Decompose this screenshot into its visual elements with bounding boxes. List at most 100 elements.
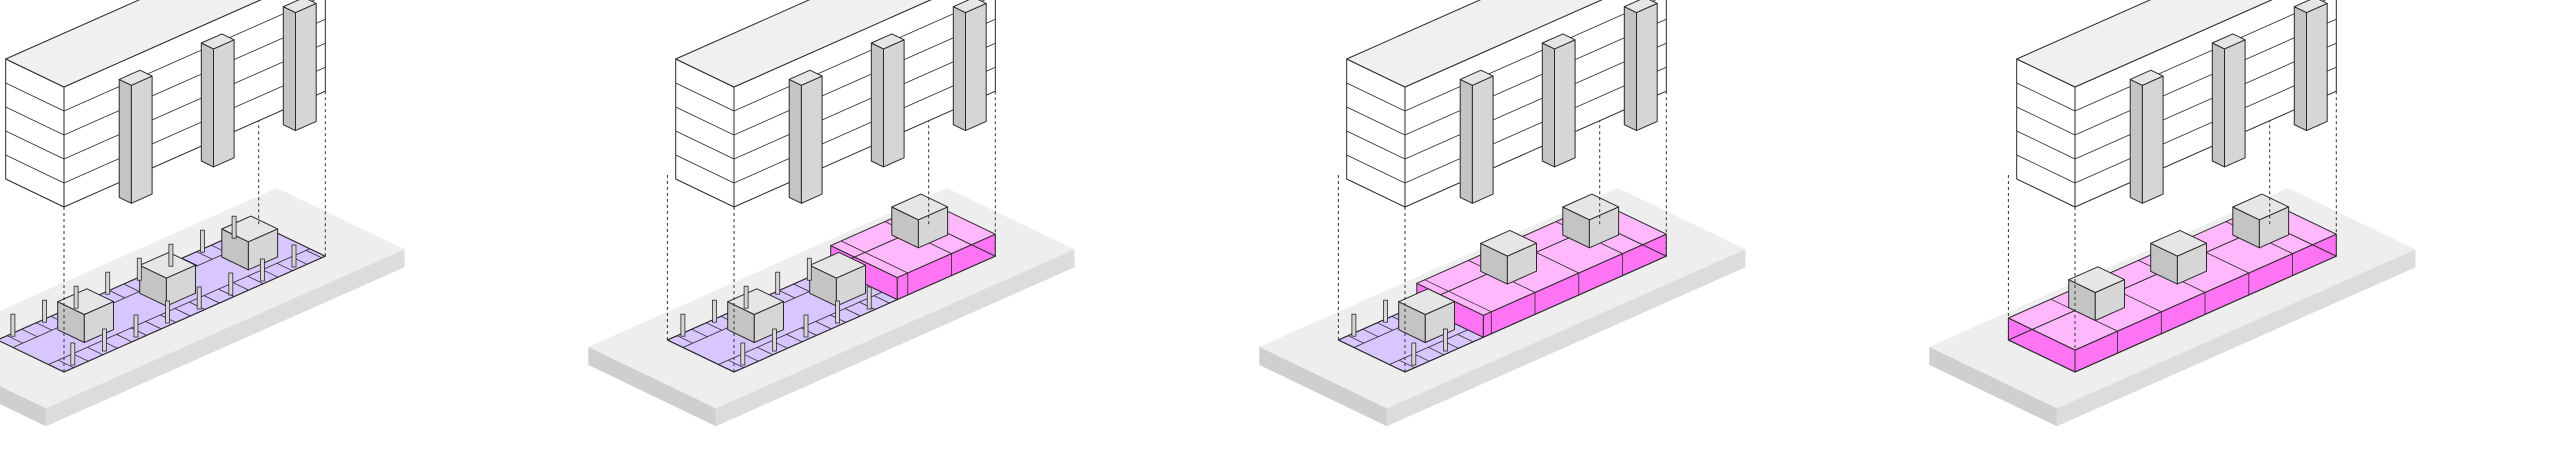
ground-core-2 bbox=[1480, 229, 1537, 285]
building-core-1 bbox=[1459, 69, 1494, 204]
building-core-1-left bbox=[1459, 78, 1473, 204]
column-post bbox=[231, 215, 237, 239]
building-core-2-top bbox=[2211, 33, 2246, 50]
column-post bbox=[136, 257, 142, 281]
column-post bbox=[712, 299, 717, 323]
floor-line bbox=[63, 42, 326, 160]
floor-line bbox=[2074, 18, 2337, 136]
building-core-3-left bbox=[2293, 6, 2307, 132]
stall-line bbox=[691, 328, 708, 338]
floor-line bbox=[2074, 66, 2337, 184]
building-core-2-front bbox=[1554, 39, 1576, 168]
building-above bbox=[675, 0, 996, 208]
panel-phase-4 bbox=[1929, 0, 2416, 427]
floor-line bbox=[675, 154, 735, 184]
building-core-1 bbox=[118, 69, 153, 204]
stall-line bbox=[728, 359, 744, 369]
column-post bbox=[803, 314, 809, 338]
building-core-2-top bbox=[870, 33, 905, 50]
building-roof bbox=[1346, 0, 1603, 88]
floor-line bbox=[675, 106, 735, 136]
building-core-3 bbox=[282, 0, 317, 132]
aisle-line bbox=[48, 248, 310, 365]
column-posts bbox=[680, 257, 872, 366]
ground-core-1-top bbox=[2068, 266, 2125, 293]
stall-line bbox=[233, 282, 249, 291]
column-post bbox=[772, 328, 777, 352]
column-post bbox=[775, 271, 781, 295]
column-post bbox=[743, 285, 749, 309]
base-side-left bbox=[1259, 346, 1387, 427]
ground-core-2 bbox=[2150, 229, 2207, 285]
stall-line bbox=[779, 290, 795, 299]
stall-line bbox=[1413, 353, 1430, 362]
building-roof bbox=[5, 0, 262, 88]
building-core-1 bbox=[788, 69, 823, 204]
floor-line bbox=[733, 42, 996, 160]
building-core-1-left bbox=[2129, 78, 2143, 204]
floor-line bbox=[1346, 154, 1406, 184]
building-roof bbox=[2016, 0, 2273, 88]
column-post bbox=[1351, 313, 1357, 337]
base-side-front bbox=[2056, 249, 2416, 427]
ground-core-2 bbox=[139, 251, 196, 307]
column-post bbox=[866, 286, 872, 310]
building-core-1-top bbox=[118, 69, 153, 86]
building-core-3-left bbox=[952, 6, 966, 132]
base-side-left bbox=[0, 386, 46, 427]
building-core-3-front bbox=[1636, 2, 1658, 132]
building-core-3-top bbox=[952, 0, 987, 14]
floor-line bbox=[2016, 154, 2076, 184]
building-above bbox=[2016, 0, 2337, 208]
floor-line bbox=[63, 0, 316, 112]
column-posts bbox=[1351, 299, 1448, 366]
stall-line bbox=[1362, 328, 1379, 338]
stall-line bbox=[844, 308, 861, 317]
building-core-2-left bbox=[870, 42, 884, 168]
column-post bbox=[73, 285, 79, 309]
building-core-1-top bbox=[2129, 69, 2164, 86]
floor-line bbox=[675, 82, 735, 112]
stall-line bbox=[1399, 359, 1415, 369]
floor-line bbox=[733, 0, 986, 112]
ground-core-1-top bbox=[57, 288, 114, 315]
stall-line bbox=[196, 251, 213, 260]
column-post bbox=[740, 342, 746, 366]
ground-core-2-top bbox=[809, 251, 866, 279]
unit-line bbox=[841, 240, 908, 274]
column-post bbox=[105, 271, 111, 295]
building-above bbox=[1346, 0, 1667, 208]
column-post bbox=[259, 258, 265, 282]
building-core-2-top bbox=[200, 33, 235, 50]
building-core-2-left bbox=[2211, 42, 2225, 168]
stall-line bbox=[1347, 335, 1364, 344]
floor-line bbox=[1404, 66, 1667, 184]
ground-core-2-top bbox=[1480, 229, 1537, 257]
floor-line bbox=[1404, 42, 1667, 160]
stall-line bbox=[676, 335, 693, 344]
column-post bbox=[102, 328, 107, 352]
ground-core-3 bbox=[2232, 193, 2290, 249]
stall-line bbox=[109, 290, 125, 299]
floor-line bbox=[2074, 0, 2327, 112]
stall-line bbox=[123, 283, 140, 292]
stall-line bbox=[757, 346, 774, 356]
building-core-1-left bbox=[788, 78, 802, 204]
column-post bbox=[1443, 328, 1448, 352]
ground-core-3 bbox=[891, 193, 949, 249]
ground-core-1-top bbox=[1398, 288, 1455, 315]
ground-core-3 bbox=[1562, 193, 1620, 249]
stall-line bbox=[786, 334, 803, 343]
building-core-2-left bbox=[200, 42, 214, 168]
building-core-3-top bbox=[2293, 0, 2328, 14]
floor-line bbox=[1404, 18, 1667, 136]
building-core-1-front bbox=[2141, 75, 2164, 204]
stall-line bbox=[203, 295, 220, 304]
stall-line bbox=[6, 335, 23, 344]
building-core-2 bbox=[870, 33, 905, 168]
floor-line bbox=[5, 106, 65, 136]
column-post bbox=[228, 272, 234, 296]
column-post bbox=[165, 300, 171, 324]
ground-core-3-top bbox=[1562, 193, 1620, 221]
stall-line bbox=[706, 322, 722, 331]
